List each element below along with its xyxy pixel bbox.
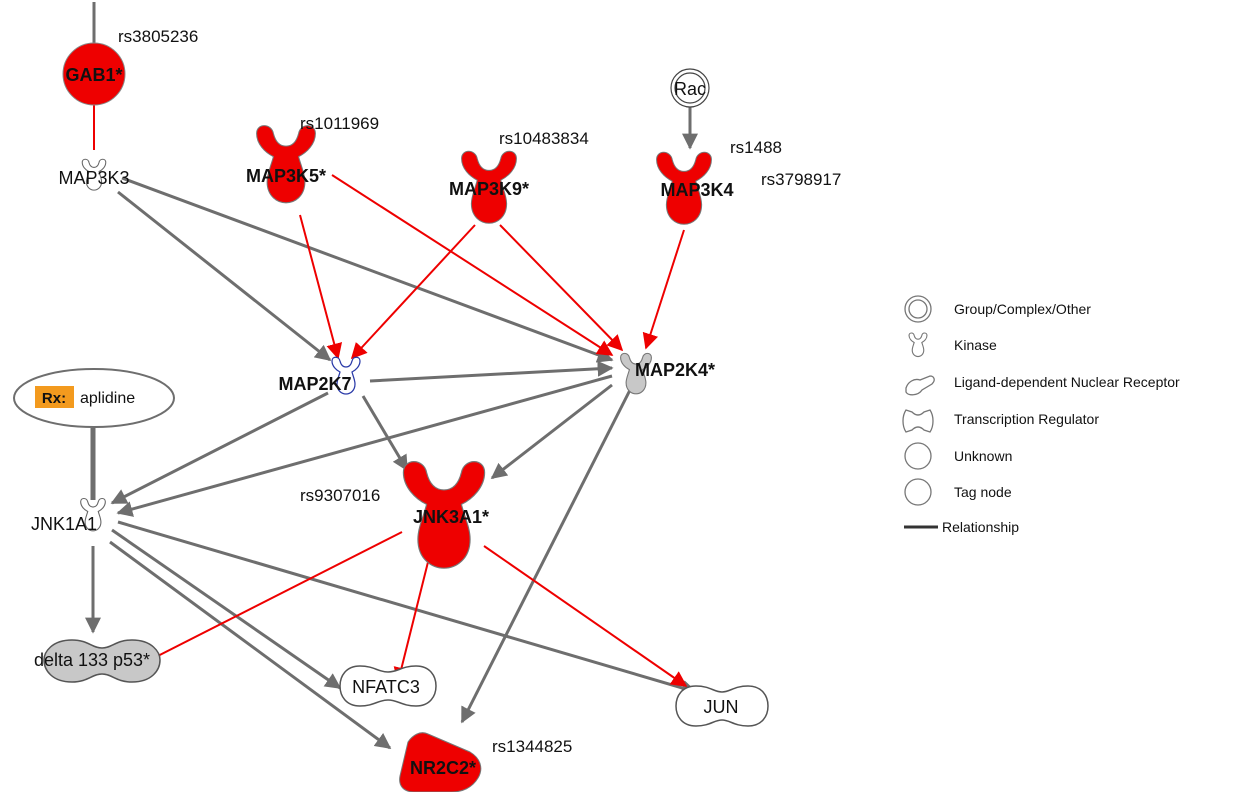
gab1-snp-label: rs3805236 [118,27,198,46]
node-aplidine[interactable]: Rx: aplidine [13,368,175,428]
map3k3-label: MAP3K3 [58,168,129,188]
aplidine-label: aplidine [80,390,135,407]
edge-map2k7-jnk3a1 [361,395,409,472]
node-map2k7[interactable]: MAP2K7 [278,356,361,395]
delta133p53-shape [43,639,161,683]
edge-map3k3-map2k4 [121,176,614,363]
map3k9-label: MAP3K9* [449,179,529,199]
legend-label-ligand: Ligand-dependent Nuclear Receptor [954,374,1180,390]
edge-jnk1a1-jun [117,520,698,696]
delta133p53-label: delta 133 p53* [34,650,150,670]
aplidine-rx-label: Rx: [42,390,66,407]
edge-map2k4-jnk1a1 [116,374,613,517]
map2k4-label: MAP2K4* [635,360,715,380]
legend-item-tag: Tag node [904,478,1012,506]
jnk3a1-label: JNK3A1* [413,507,489,527]
nfatc3-shape [339,665,437,707]
nr2c2-snp-label: rs1344825 [492,737,572,756]
map3k5-label: MAP3K5* [246,166,326,186]
legend-label-kinase: Kinase [954,337,997,353]
jnk1a1-label: JNK1A1 [31,514,97,534]
rac-label: Rac [674,79,706,99]
legend-item-relationship: Relationship [904,519,1019,535]
group-complex-icon [904,295,932,323]
legend: Group/Complex/Other Kinase Ligand-depend… [902,295,1180,535]
jnk3a1-snp-label: rs9307016 [300,486,380,505]
node-jnk3a1[interactable]: JNK3A1* rs9307016 [300,460,489,569]
edge-map2k7-jnk1a1 [110,391,329,505]
node-map3k5[interactable]: MAP3K5* rs1011969 [246,114,379,204]
node-nfatc3[interactable]: NFATC3 [339,665,437,707]
legend-item-unknown: Unknown [904,442,1012,470]
map3k5-snp-label: rs1011969 [300,114,379,133]
nr2c2-label: NR2C2* [410,758,476,778]
node-map3k4[interactable]: MAP3K4 rs1488 rs3798917 [656,138,842,225]
map3k4-snp-label-a: rs1488 [730,138,782,157]
edge-jnk1a1-nfatc3 [111,528,342,690]
legend-item-kinase: Kinase [908,332,997,358]
kinase-icon [908,332,928,358]
edge-map3k9-map2k4 [499,224,624,352]
map3k4-label: MAP3K4 [660,180,733,200]
edge-jnk3a1-jun [483,545,688,687]
node-gab1[interactable]: GAB1* rs3805236 [62,27,198,106]
edge-map3k4-map2k4 [642,229,685,350]
node-jun[interactable]: JUN [675,685,769,727]
rac-inner-circle [674,72,706,104]
legend-item-transcription: Transcription Regulator [902,409,1099,433]
aplidine-ellipse [13,368,175,428]
node-nr2c2[interactable]: NR2C2* rs1344825 [399,732,573,792]
edge-map2k4-jnk3a1 [490,383,613,480]
legend-item-group: Group/Complex/Other [904,295,1091,323]
edge-map2k7-map2k4 [369,360,614,383]
edge-map3k3-map2k7 [117,190,332,362]
transcription-regulator-icon [902,409,934,433]
edge-map3k9-map2k7 [350,224,476,360]
node-delta133p53[interactable]: delta 133 p53* [34,639,161,683]
node-rac[interactable]: Rac [670,68,710,108]
edge-map3k5-map2k4 [331,174,614,356]
legend-label-transcription: Transcription Regulator [954,411,1099,427]
map3k4-snp-label-b: rs3798917 [761,170,841,189]
map3k9-snp-label: rs10483834 [499,129,589,148]
legend-label-tag: Tag node [954,484,1012,500]
legend-label-group: Group/Complex/Other [954,301,1091,317]
gab1-circle [62,42,126,106]
edges [85,2,698,750]
map3k5-kinase-shape [256,125,316,204]
edge-map2k4-nr2c2 [460,389,632,724]
nr2c2-shape [399,732,482,792]
edge-jnk3a1-nfatc3 [393,561,429,684]
unknown-icon [904,442,932,470]
edge-map3k5-map2k7 [299,214,343,360]
legend-label-unknown: Unknown [954,448,1012,464]
map2k7-label: MAP2K7 [278,374,351,394]
legend-item-ligand: Ligand-dependent Nuclear Receptor [905,374,1180,396]
node-jnk1a1[interactable]: JNK1A1 [31,497,106,535]
jun-label: JUN [704,697,739,717]
aplidine-rx-badge [35,386,74,408]
legend-label-relationship: Relationship [942,519,1019,535]
ligand-receptor-icon [905,375,935,396]
edge-jnk3a1-delta133p53 [140,531,403,665]
node-map3k3[interactable]: MAP3K3 [58,158,130,191]
node-map2k4[interactable]: MAP2K4* [620,352,715,395]
nfatc3-label: NFATC3 [352,677,420,697]
edge-jnk1a1-nr2c2 [109,540,392,750]
gab1-label: GAB1* [65,65,122,85]
jun-shape [675,685,769,727]
node-map3k9[interactable]: MAP3K9* rs10483834 [449,129,589,224]
tag-node-icon [904,478,932,506]
